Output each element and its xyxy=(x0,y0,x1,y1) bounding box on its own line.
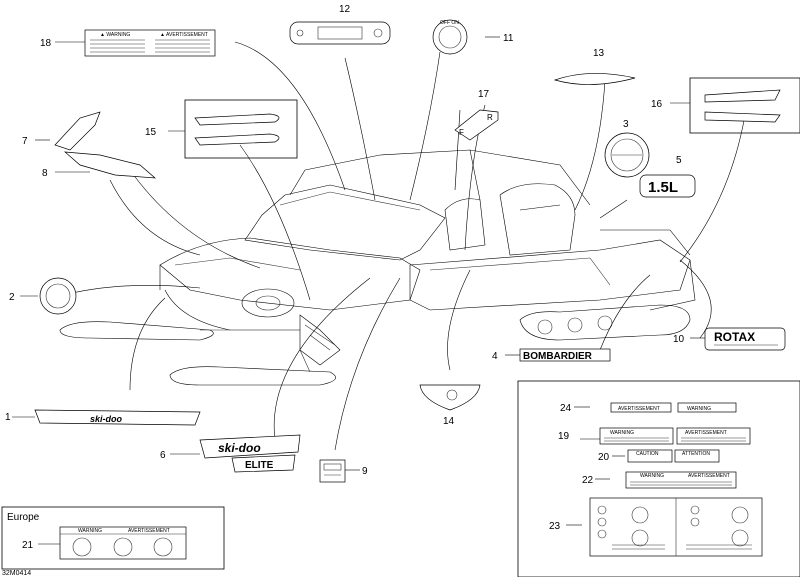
callout-11: 11 xyxy=(503,33,514,44)
callout-6: 6 xyxy=(160,450,166,461)
decal-24-warning: AVERTISSEMENT xyxy=(618,406,660,412)
callout-20: 20 xyxy=(598,452,610,463)
decal-20-attention: ATTENTION xyxy=(682,451,710,457)
engine-size-text: 1.5L xyxy=(648,179,678,196)
rotax-text: ROTAX xyxy=(714,330,755,344)
callout-5: 5 xyxy=(676,155,682,166)
decal-2-badge xyxy=(39,277,77,315)
svg-text:▲ AVERTISSEMENT: ▲ AVERTISSEMENT xyxy=(160,32,208,38)
callout-22: 22 xyxy=(582,475,594,486)
decal-23 xyxy=(589,497,763,557)
decal-19-warning: WARNING xyxy=(610,430,634,436)
svg-text:OFF ON: OFF ON xyxy=(440,20,459,26)
europe-panel: Europe WARNING AVERTISSEMENT xyxy=(1,506,225,570)
callout-19: 19 xyxy=(558,431,570,442)
decal-21-avert: AVERTISSEMENT xyxy=(128,528,170,534)
decal-1-skidoo-strip: ski-doo xyxy=(34,409,201,426)
decal-22-avert: AVERTISSEMENT xyxy=(688,473,730,479)
decal-8-stripe xyxy=(63,151,157,179)
decal-16-stripe-set xyxy=(689,77,800,134)
callout-18: 18 xyxy=(40,38,52,49)
callout-9: 9 xyxy=(362,466,368,477)
decal-20-caution: CAUTION xyxy=(636,451,659,457)
callout-10: 10 xyxy=(673,334,685,345)
leader-lines xyxy=(12,36,746,545)
svg-text:F: F xyxy=(459,128,464,137)
diagram-code: 32M0414 xyxy=(2,570,31,577)
decal-19: WARNING AVERTISSEMENT xyxy=(599,427,751,445)
decal-22: WARNING AVERTISSEMENT xyxy=(625,471,737,489)
callout-21: 21 xyxy=(22,540,34,551)
decal-4-bombardier: BOMBARDIER xyxy=(519,348,611,362)
elite-text: ELITE xyxy=(245,460,274,471)
decal-15-stripe-set xyxy=(184,99,298,159)
decal-14-dash xyxy=(419,384,481,411)
callout-8: 8 xyxy=(42,168,48,179)
callout-2: 2 xyxy=(9,292,15,303)
decal-10-rotax: ROTAX xyxy=(704,327,786,351)
decal-22-warning: WARNING xyxy=(640,473,664,479)
callout-17: 17 xyxy=(478,89,490,100)
decal-6-skidoo-elite: ski-doo ELITE xyxy=(199,434,301,473)
warning-labels-panel: AVERTISSEMENT WARNING WARNING AVERTISSEM… xyxy=(517,380,800,577)
decal-18-warning-label: ▲ WARNING ▲ AVERTISSEMENT xyxy=(84,29,216,57)
callout-numbers: 1 2 3 4 5 6 7 8 9 10 11 12 13 14 15 16 1… xyxy=(5,4,685,551)
callout-12: 12 xyxy=(339,4,351,15)
decal-20: CAUTION ATTENTION xyxy=(627,449,720,463)
svg-text:▲ WARNING: ▲ WARNING xyxy=(100,32,130,38)
decal-9-small xyxy=(319,459,346,483)
decal-5-engine-size: 1.5L xyxy=(639,174,696,198)
decal-3-badge xyxy=(604,132,650,178)
bombardier-text: BOMBARDIER xyxy=(523,351,593,362)
decal-19-avert: AVERTISSEMENT xyxy=(685,430,727,436)
svg-text:R: R xyxy=(487,113,493,122)
callout-4: 4 xyxy=(492,351,498,362)
callout-3: 3 xyxy=(623,119,629,130)
callout-24: 24 xyxy=(560,403,572,414)
europe-title: Europe xyxy=(7,512,40,523)
decal-17-shifter: F R xyxy=(454,109,499,141)
decal-21: WARNING AVERTISSEMENT xyxy=(59,526,187,560)
callout-13: 13 xyxy=(593,48,605,59)
callout-7: 7 xyxy=(22,136,28,147)
snowmobile-outline xyxy=(59,149,696,386)
callout-14: 14 xyxy=(443,416,455,427)
callout-15: 15 xyxy=(145,127,157,138)
callout-23: 23 xyxy=(549,521,561,532)
decal-7-stripe xyxy=(54,111,101,151)
callout-1: 1 xyxy=(5,412,11,423)
callout-16: 16 xyxy=(651,99,663,110)
skidoo-text: ski-doo xyxy=(90,414,123,424)
decal-24: AVERTISSEMENT WARNING xyxy=(610,402,737,413)
skidoo-script-text: ski-doo xyxy=(218,441,261,455)
decal-12-instrument xyxy=(289,21,391,45)
decal-13-stripe xyxy=(553,73,636,85)
decal-21-warning: WARNING xyxy=(78,528,102,534)
decal-24-warning-en: WARNING xyxy=(687,406,711,412)
decal-11-round: OFF ON xyxy=(432,19,468,55)
